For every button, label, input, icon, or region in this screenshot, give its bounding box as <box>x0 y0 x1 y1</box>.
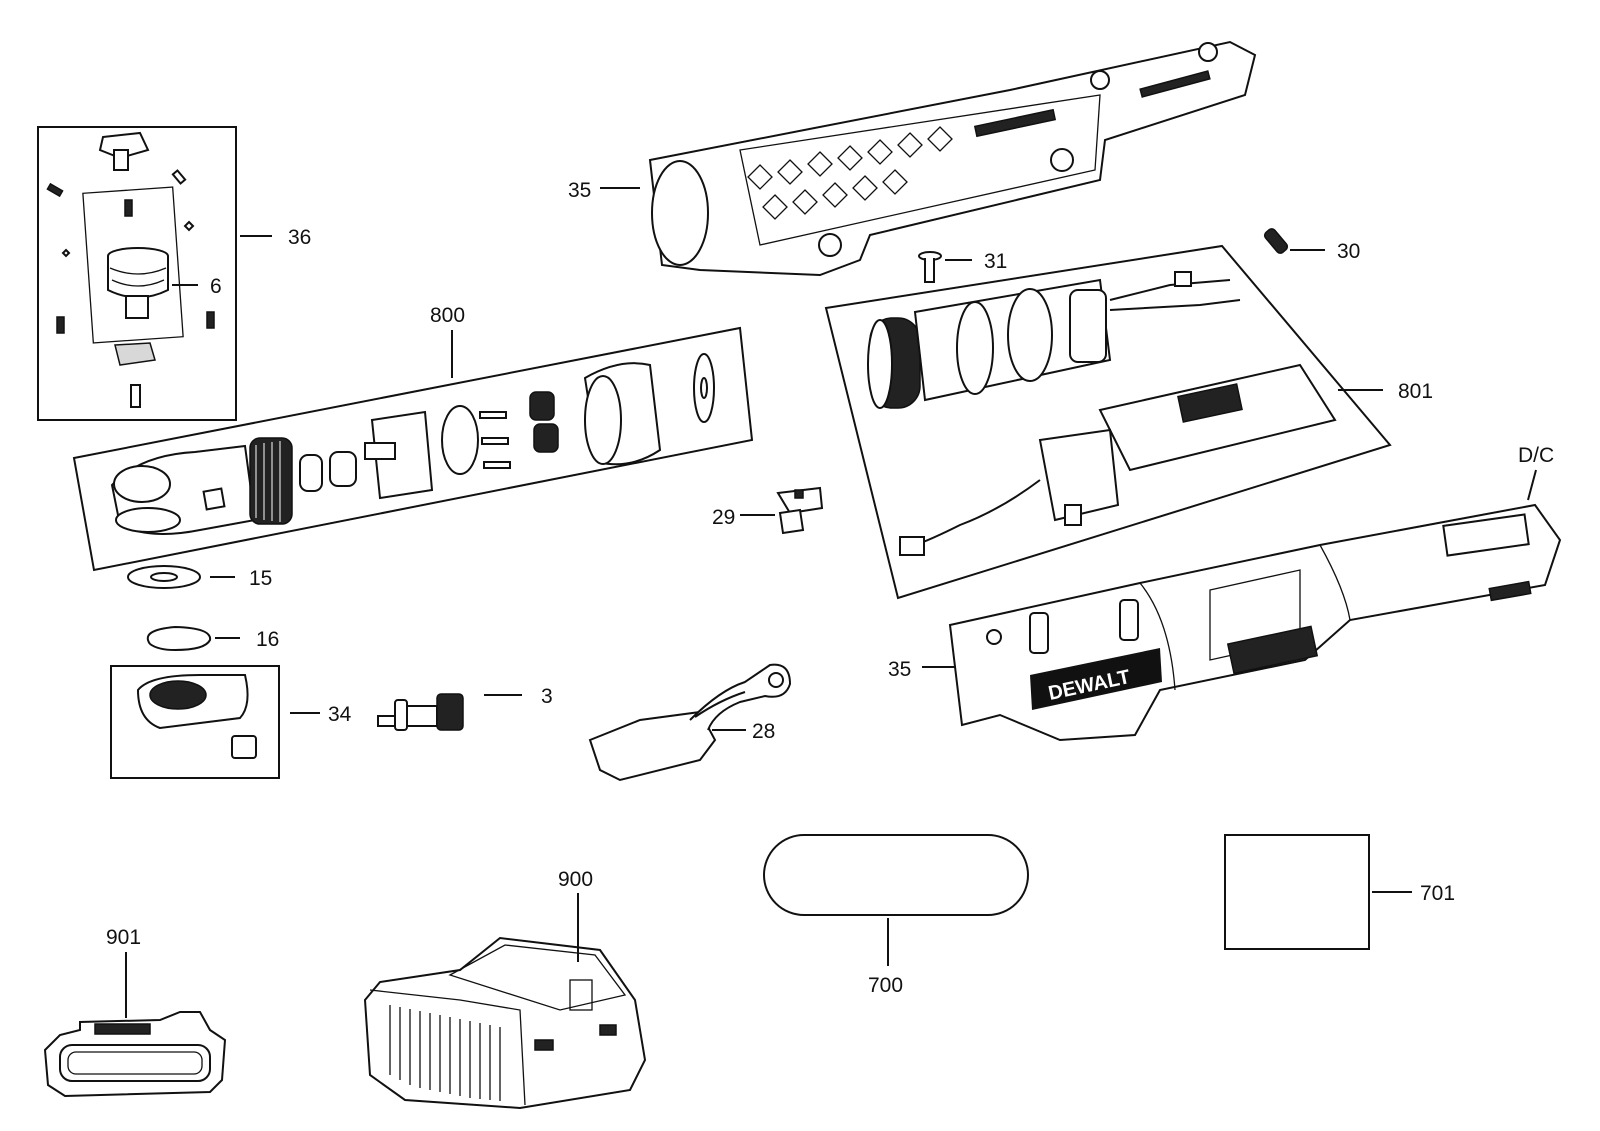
part-30-screw <box>1263 228 1289 254</box>
callout-15: 15 <box>249 567 272 590</box>
callout-29: 29 <box>712 506 735 529</box>
part-3-shaft <box>377 693 464 731</box>
part-28-trigger <box>588 663 792 782</box>
leader-dc <box>1527 469 1537 501</box>
callout-700: 700 <box>868 974 903 997</box>
callout-30: 30 <box>1337 240 1360 263</box>
callout-31: 31 <box>984 250 1007 273</box>
callout-701: 701 <box>1420 882 1455 905</box>
part-15-washer <box>127 565 201 589</box>
callout-3: 3 <box>541 685 553 708</box>
callout-34: 34 <box>328 703 352 726</box>
callout-16: 16 <box>256 628 279 651</box>
part-16-retaining-ring <box>146 625 212 652</box>
group-36-box <box>37 126 237 421</box>
callout-dc: D/C <box>1518 444 1554 467</box>
part-901-battery <box>43 1011 227 1098</box>
part-31-pin <box>918 251 942 283</box>
group-800-box <box>72 326 754 572</box>
callout-35-bottom: 35 <box>888 658 911 681</box>
part-35-housing-half-top <box>648 40 1257 277</box>
callout-35-top: 35 <box>568 179 591 202</box>
part-35-housing-assembled: DEWALT <box>948 503 1562 742</box>
charger-vents <box>389 1005 501 1101</box>
callout-800: 800 <box>430 304 465 327</box>
callout-801: 801 <box>1398 380 1433 403</box>
group-801-box <box>824 244 1392 600</box>
callout-28: 28 <box>752 720 775 743</box>
callout-901: 901 <box>106 926 141 949</box>
callout-6: 6 <box>210 275 222 298</box>
part-701-manual <box>1224 834 1370 950</box>
callout-36: 36 <box>288 226 311 249</box>
group-34-box <box>110 665 280 779</box>
callout-900: 900 <box>558 868 593 891</box>
part-900-charger <box>363 936 647 1110</box>
part-700-label <box>763 834 1029 916</box>
part-29-clip <box>776 486 824 535</box>
